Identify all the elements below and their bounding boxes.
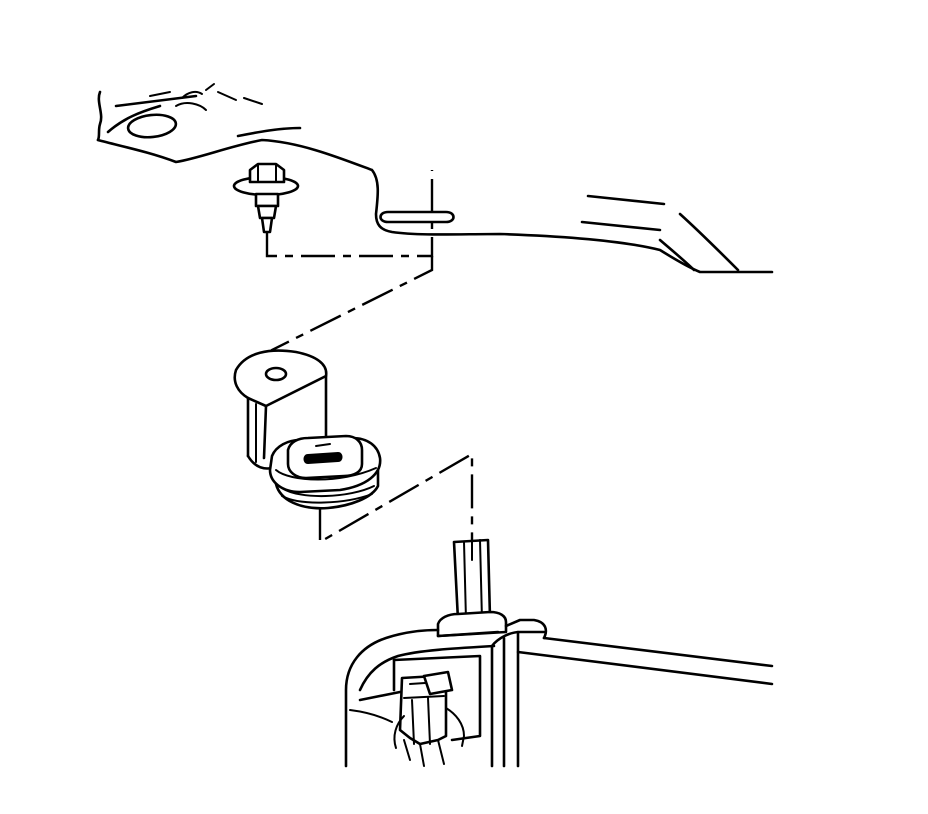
radiator-mounting-pin (436, 537, 508, 638)
mounting-bolt (232, 162, 300, 234)
upper-support-panel (96, 83, 774, 274)
radiator-tank (344, 618, 548, 768)
radiator-core (516, 636, 774, 686)
upper-mount-bracket (233, 349, 328, 470)
rubber-insulator (268, 434, 382, 510)
hose-clip (393, 670, 465, 767)
